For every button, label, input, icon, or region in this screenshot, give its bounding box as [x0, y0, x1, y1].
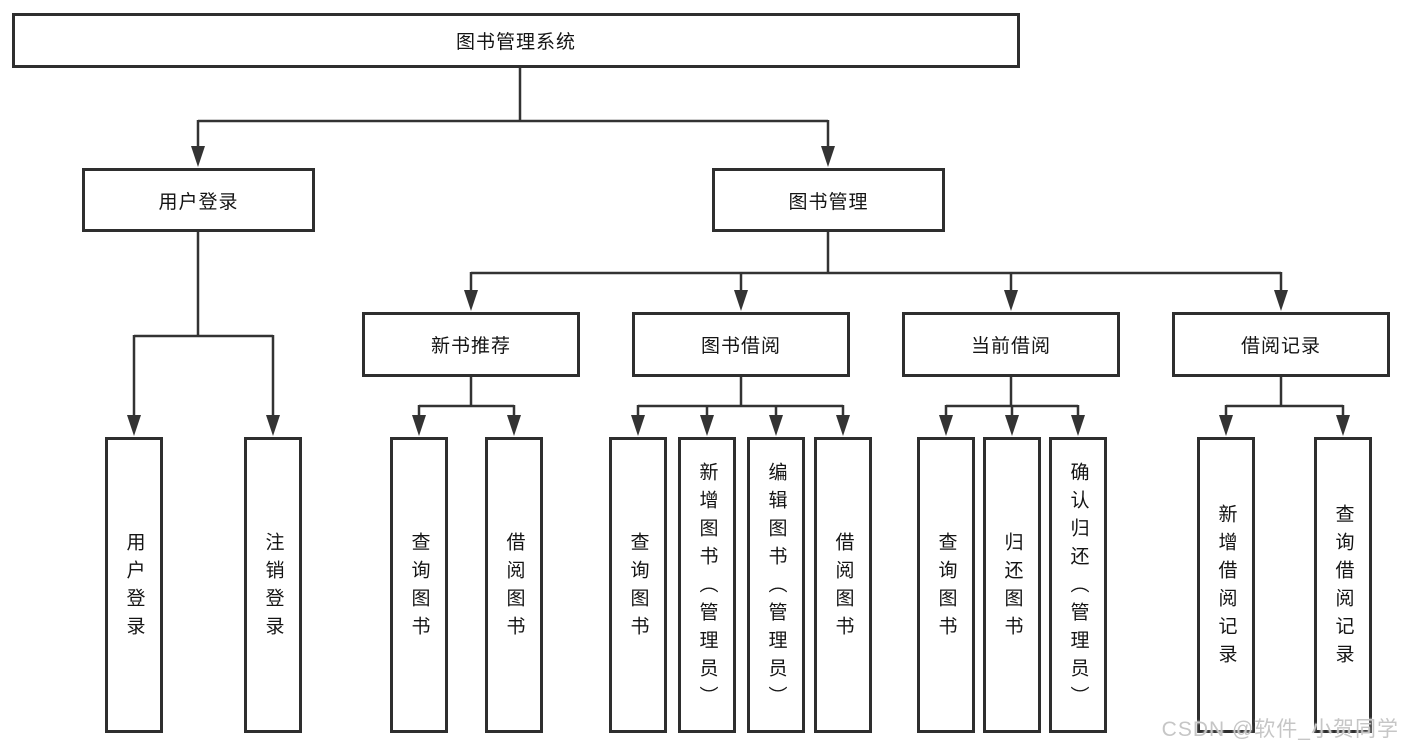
leaf-label: 编辑图书（管理员） — [765, 462, 787, 714]
leaf-label: 借阅图书 — [503, 532, 525, 644]
node-book-management: 图书管理 — [712, 168, 945, 232]
node-current-borrowing: 当前借阅 — [902, 312, 1120, 377]
leaf-label: 借阅图书 — [832, 532, 854, 644]
leaf-label: 确认归还（管理员） — [1067, 462, 1089, 714]
leaf-query-books-recommend: 查询图书 — [390, 437, 448, 733]
leaf-label: 新增借阅记录 — [1215, 504, 1237, 672]
leaf-label: 归还图书 — [1001, 532, 1023, 644]
csdn-watermark: CSDN @软件_小贺同学 — [1161, 718, 1399, 741]
node-label: 图书管理系统 — [455, 32, 576, 53]
node-label: 用户登录 — [158, 191, 239, 213]
leaf-add-borrow-record: 新增借阅记录 — [1197, 437, 1255, 733]
arrowhead-icons — [127, 146, 1350, 436]
node-label: 图书管理 — [788, 191, 869, 213]
node-library-management-system: 图书管理系统 — [12, 13, 1020, 68]
leaf-user-login: 用户登录 — [105, 437, 163, 733]
node-label: 借阅记录 — [1240, 336, 1321, 357]
leaf-logout: 注销登录 — [244, 437, 302, 733]
leaf-label: 新增图书（管理员） — [696, 462, 718, 714]
node-label: 当前借阅 — [970, 336, 1051, 357]
leaf-edit-books-admin: 编辑图书（管理员） — [747, 437, 805, 733]
leaf-confirm-return-admin: 确认归还（管理员） — [1049, 437, 1107, 733]
leaf-add-books-admin: 新增图书（管理员） — [678, 437, 736, 733]
leaf-borrow-books: 借阅图书 — [814, 437, 872, 733]
leaf-label: 注销登录 — [262, 532, 284, 644]
leaf-label: 查询图书 — [408, 532, 430, 644]
leaf-label: 查询图书 — [935, 532, 957, 644]
leaf-return-books: 归还图书 — [983, 437, 1041, 733]
node-book-borrowing: 图书借阅 — [632, 312, 850, 377]
leaf-label: 用户登录 — [123, 532, 145, 644]
leaf-query-books-current: 查询图书 — [917, 437, 975, 733]
node-new-book-recommendation: 新书推荐 — [362, 312, 580, 377]
node-label: 新书推荐 — [430, 336, 511, 357]
node-label: 图书借阅 — [700, 336, 781, 357]
leaf-borrow-books-recommend: 借阅图书 — [485, 437, 543, 733]
leaf-query-books-borrow: 查询图书 — [609, 437, 667, 733]
leaf-label: 查询图书 — [627, 532, 649, 644]
node-borrowing-records: 借阅记录 — [1172, 312, 1390, 377]
leaf-label: 查询借阅记录 — [1332, 504, 1354, 672]
leaf-query-borrow-record: 查询借阅记录 — [1314, 437, 1372, 733]
node-user-login: 用户登录 — [82, 168, 315, 232]
